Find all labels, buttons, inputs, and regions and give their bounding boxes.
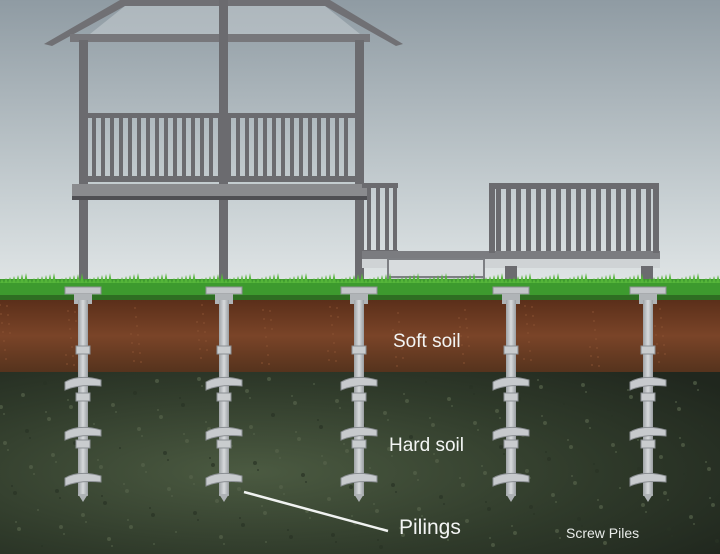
screw-pile-icon — [629, 286, 667, 502]
soft-soil-label: Soft soil — [393, 331, 461, 352]
screw-pile-icon — [492, 286, 530, 502]
pilings-label: Pilings — [399, 516, 461, 539]
house-icon — [44, 0, 403, 290]
screw-pile-icon — [340, 286, 378, 502]
deck-balusters — [489, 183, 659, 253]
caption: Screw Piles — [566, 525, 640, 541]
hard-soil-label: Hard soil — [389, 435, 464, 456]
screw-piles — [64, 286, 667, 502]
railing-balusters — [92, 118, 348, 176]
soil-texture — [0, 304, 719, 549]
screw-pile-icon — [64, 286, 102, 502]
pilings-leader-line — [243, 490, 389, 533]
screw-pile-icon — [205, 286, 243, 502]
